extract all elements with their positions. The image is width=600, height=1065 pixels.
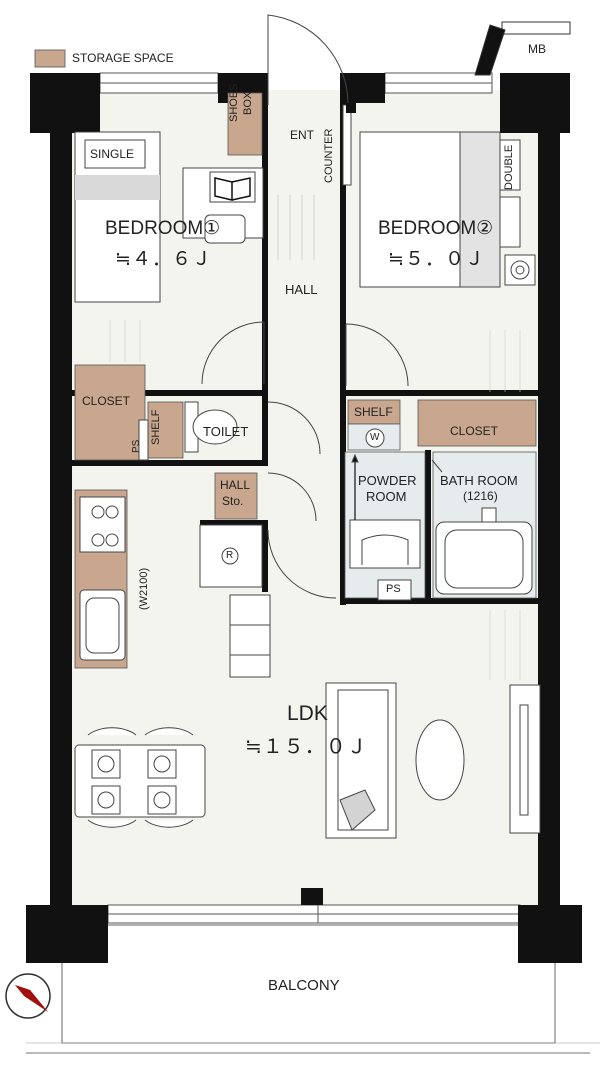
ps-left-label: PS: [131, 439, 142, 453]
mb-label: MB: [528, 42, 546, 56]
powder-room-label-1: POWDER: [358, 473, 417, 488]
shelf-powder-area: [347, 399, 401, 425]
closet-left-label: CLOSET: [82, 394, 131, 408]
hall-storage-label-2: Sto.: [222, 494, 244, 508]
bedroom1-size: ≒４．６Ｊ: [115, 249, 212, 270]
kitchen-width-label: (W2100): [138, 567, 150, 610]
washer-circle: [365, 428, 385, 448]
ldk-size: ≒１５．０Ｊ: [245, 736, 368, 758]
shoes-box-area: [227, 92, 263, 156]
shoes-box-label-2: BOX: [242, 91, 254, 115]
compass-icon: [5, 973, 51, 1019]
shelf-toilet-label: SHELF: [150, 409, 162, 445]
counter-label: COUNTER: [323, 128, 335, 183]
hall-storage-label-1: HALL: [220, 478, 251, 492]
hall-storage-area: [214, 472, 258, 520]
double-bed-label: DOUBLE: [503, 144, 515, 190]
closet-left-area: [74, 364, 146, 461]
bath-room-label: BATH ROOM: [440, 473, 518, 488]
toilet-label: TOILET: [203, 424, 249, 439]
bedroom2-size: ≒５．０Ｊ: [388, 249, 485, 270]
closet-right-area: [417, 399, 537, 447]
balcony-area: [61, 924, 556, 1044]
legend-label: STORAGE SPACE: [72, 51, 174, 65]
closet-right-label: CLOSET: [450, 424, 499, 438]
bath-room-size: (1216): [463, 489, 498, 503]
legend-swatch: [34, 49, 66, 68]
powder-room-label-2: ROOM: [366, 489, 407, 504]
shelf-powder-label: SHELF: [354, 405, 393, 419]
washer-mark: W: [370, 432, 380, 443]
fridge-mark: R: [226, 550, 234, 561]
single-bed-label: SINGLE: [90, 147, 135, 161]
shoes-box-label-1: SHOES: [228, 83, 240, 122]
ent-label: ENT: [290, 128, 314, 142]
coffee-table: [415, 719, 465, 801]
ldk-name: LDK: [287, 702, 328, 725]
bedroom2-name: BEDROOM②: [378, 218, 494, 239]
shelf-toilet-area: [147, 401, 184, 459]
balcony-label: BALCONY: [268, 977, 340, 994]
bedroom1-name: BEDROOM①: [105, 218, 221, 239]
ps-right-label: PS: [386, 583, 401, 595]
hall-label: HALL: [285, 282, 318, 297]
